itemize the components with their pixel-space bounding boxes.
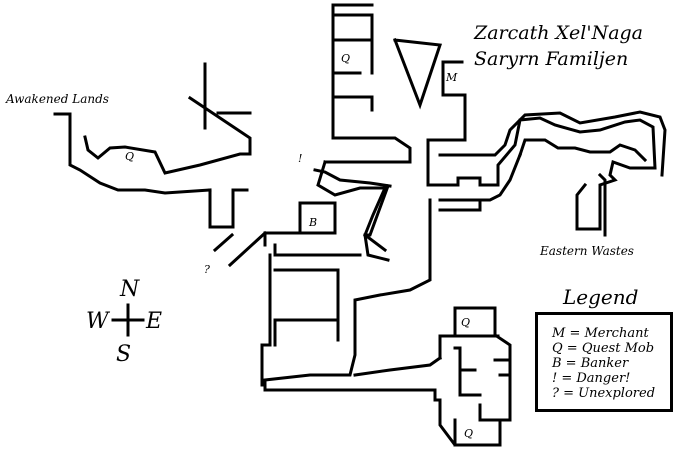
legend-list: M = Merchant Q = Quest Mob B = Banker ! … [552, 326, 655, 401]
legend-box [535, 312, 673, 412]
legend-item: B = Banker [552, 356, 629, 371]
marker-danger: ! [298, 152, 303, 165]
region-label-west: Awakened Lands [6, 92, 109, 106]
compass-east: E [146, 309, 163, 334]
legend-item: ? = Unexplored [552, 386, 656, 401]
compass-south: S [116, 342, 132, 367]
legend-title: Legend [563, 285, 639, 309]
compass-west: W [86, 309, 109, 334]
region-label-east: Eastern Wastes [540, 244, 634, 258]
legend-item: M = Merchant [552, 326, 649, 341]
marker-merchant: M [446, 71, 458, 84]
marker-quest-north: Q [341, 52, 351, 65]
marker-quest-southeast-top: Q [461, 316, 471, 329]
map-title-line1: Zarcath Xel'Naga [474, 22, 644, 44]
marker-quest-southeast-bottom: Q [464, 427, 474, 440]
compass-north: N [120, 277, 140, 302]
legend-item: ! = Danger! [552, 371, 631, 386]
marker-banker: B [309, 216, 318, 229]
north-temple [323, 3, 667, 237]
southeast-complex [438, 306, 512, 447]
legend-item: Q = Quest Mob [552, 341, 655, 356]
awakened-lands-corridor [53, 62, 302, 268]
compass-rose [111, 303, 145, 337]
marker-quest-west: Q [125, 150, 135, 163]
map-title-line2: Saryrn Familjen [474, 48, 629, 70]
central-hall [260, 160, 502, 447]
marker-unexplored: ? [204, 263, 210, 276]
